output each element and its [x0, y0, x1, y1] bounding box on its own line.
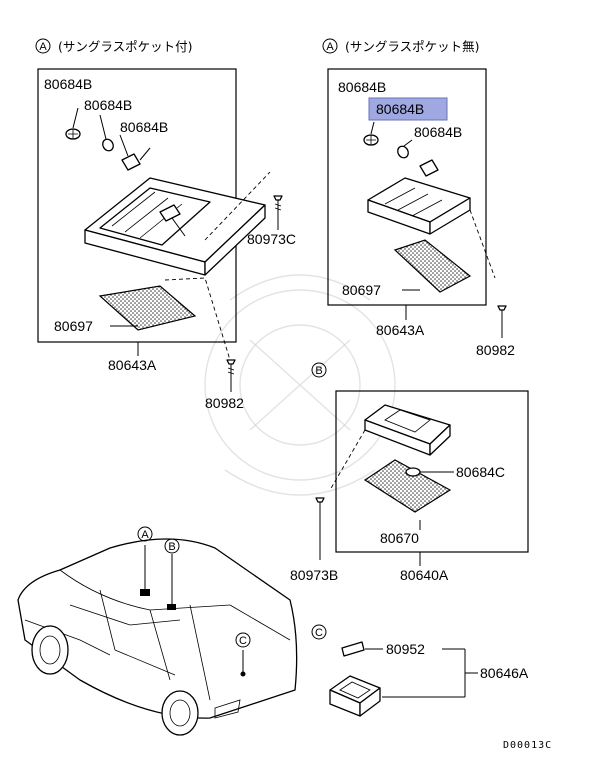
part-label: 80670 — [380, 530, 419, 546]
box-b — [335, 390, 529, 553]
part-label: 80952 — [386, 641, 425, 657]
screw-icon — [315, 497, 325, 516]
location-a — [140, 589, 150, 596]
lens-a-without-pocket — [393, 239, 472, 293]
location-b — [167, 604, 176, 610]
part-label: 80640A — [400, 567, 449, 583]
part-label: 80684B — [414, 124, 462, 140]
marker-c-car: C — [235, 632, 251, 648]
marker-b-car: B — [164, 538, 180, 554]
lamp-housing-b — [364, 404, 451, 456]
lamp-housing-without-pocket — [367, 177, 471, 235]
bulb-icon — [419, 159, 439, 177]
lens-b — [363, 459, 452, 513]
watermark-emblem — [204, 274, 396, 496]
section-a-without-pocket: A (サングラスポケット無) 80 — [322, 38, 515, 358]
marker-a-left: A — [35, 38, 51, 54]
svg-text:A: A — [39, 41, 47, 53]
lamp-housing-c — [329, 675, 381, 717]
lens-a-with-pocket — [98, 285, 197, 331]
part-label: 80982 — [205, 395, 244, 411]
part-label: 80643A — [108, 357, 157, 373]
screw-icon — [226, 359, 236, 378]
section-c: C 80952 80646A — [311, 624, 529, 717]
svg-text:C: C — [315, 627, 323, 639]
marker-a-right: A — [322, 38, 338, 54]
location-c — [240, 671, 246, 677]
section-b: B 80684C 80670 80973B 80640A — [290, 362, 529, 583]
bulb-icon — [341, 641, 365, 657]
marker-a-car: A — [137, 526, 153, 542]
part-label: 80973B — [290, 567, 338, 583]
part-label: 80684B — [84, 97, 132, 113]
part-label: 80684B — [338, 79, 386, 95]
bulb-icon — [121, 147, 151, 171]
diagram-code: D00013C — [503, 740, 552, 751]
part-label: 80697 — [342, 282, 381, 298]
box-a-without-pocket — [327, 68, 487, 306]
svg-text:B: B — [168, 541, 175, 553]
part-label-highlighted[interactable]: 80684B — [376, 101, 424, 117]
part-label: 80646A — [480, 665, 529, 681]
car-illustration: A B C — [17, 526, 298, 736]
lamp-housing-with-pocket — [84, 177, 266, 276]
bulb-icon — [65, 128, 81, 140]
highlight-box — [368, 97, 448, 121]
svg-text:C: C — [239, 635, 247, 647]
header-without-pocket: (サングラスポケット無) — [345, 39, 480, 54]
svg-text:A: A — [141, 529, 149, 541]
bulb-icon — [102, 138, 114, 152]
part-label: 80684C — [456, 464, 505, 480]
bulb-icon — [397, 145, 409, 159]
marker-c-top: C — [311, 624, 327, 640]
marker-b-top: B — [311, 362, 327, 378]
header-with-pocket: (サングラスポケット付) — [58, 39, 193, 54]
svg-text:A: A — [326, 41, 334, 53]
section-a-with-pocket: A (サングラスポケット付) — [35, 38, 296, 411]
svg-text:B: B — [315, 365, 322, 377]
part-label: 80697 — [54, 318, 93, 334]
part-label: 80684B — [120, 119, 168, 135]
bulb-icon — [405, 467, 421, 477]
part-label: 80982 — [476, 342, 515, 358]
screw-icon — [497, 305, 507, 324]
part-label: 80684B — [44, 76, 92, 92]
bulb-icon — [363, 134, 379, 146]
screw-icon — [273, 195, 283, 214]
part-label: 80973C — [247, 231, 296, 247]
part-label: 80643A — [376, 322, 425, 338]
